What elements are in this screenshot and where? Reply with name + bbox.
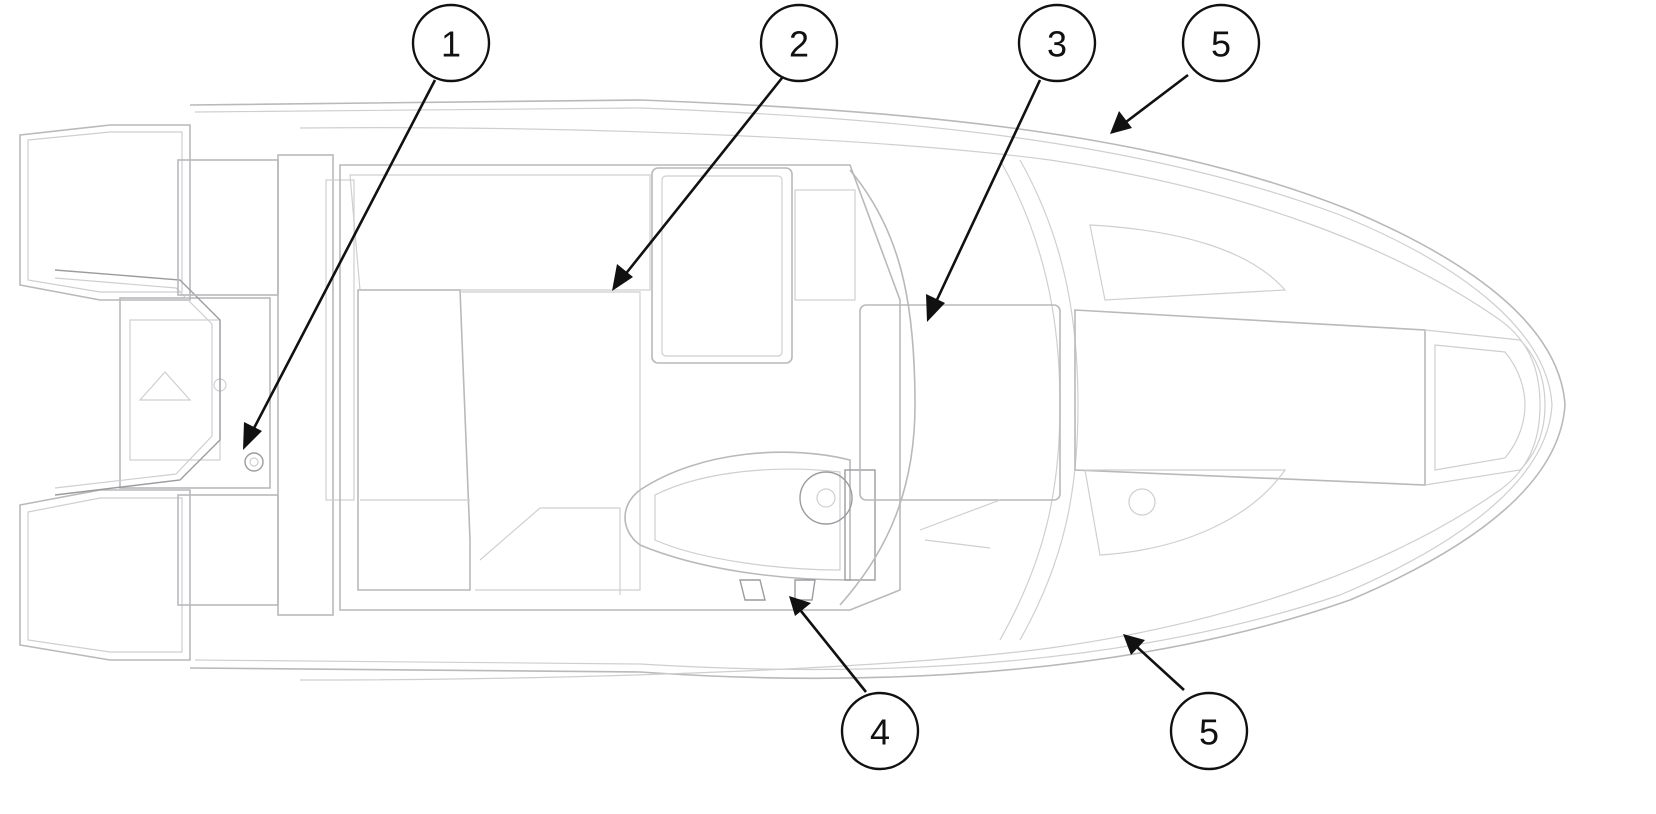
boat-top-view <box>19 99 1566 681</box>
callout-2-label: 2 <box>789 24 809 65</box>
callout-3: 3 <box>1017 3 1097 83</box>
callout-2: 2 <box>759 3 839 83</box>
callout-5-top-label: 5 <box>1211 24 1231 65</box>
callout-5-bottom-label: 5 <box>1199 712 1219 753</box>
leader-1 <box>250 79 437 433</box>
arrowhead-5-top <box>1110 111 1132 134</box>
leader-3 <box>933 79 1042 305</box>
arrowhead-3 <box>926 294 945 322</box>
callout-4-label: 4 <box>870 712 890 753</box>
arrowhead-4 <box>789 596 811 616</box>
callout-4: 4 <box>840 691 920 771</box>
leader-2 <box>622 77 784 277</box>
leader-5-bottom <box>1136 646 1185 691</box>
callout-1-label: 1 <box>441 24 461 65</box>
arrowhead-5-bottom <box>1123 634 1145 655</box>
callout-5-bottom: 5 <box>1169 691 1249 771</box>
callout-3-label: 3 <box>1047 24 1067 65</box>
leader-5-top <box>1125 73 1189 124</box>
arrowhead-2 <box>612 264 633 291</box>
leader-4 <box>799 610 868 693</box>
arrowhead-1 <box>243 422 262 450</box>
leader-lines <box>243 73 1189 693</box>
callout-5-top: 5 <box>1181 3 1261 83</box>
callout-1: 1 <box>411 3 491 83</box>
